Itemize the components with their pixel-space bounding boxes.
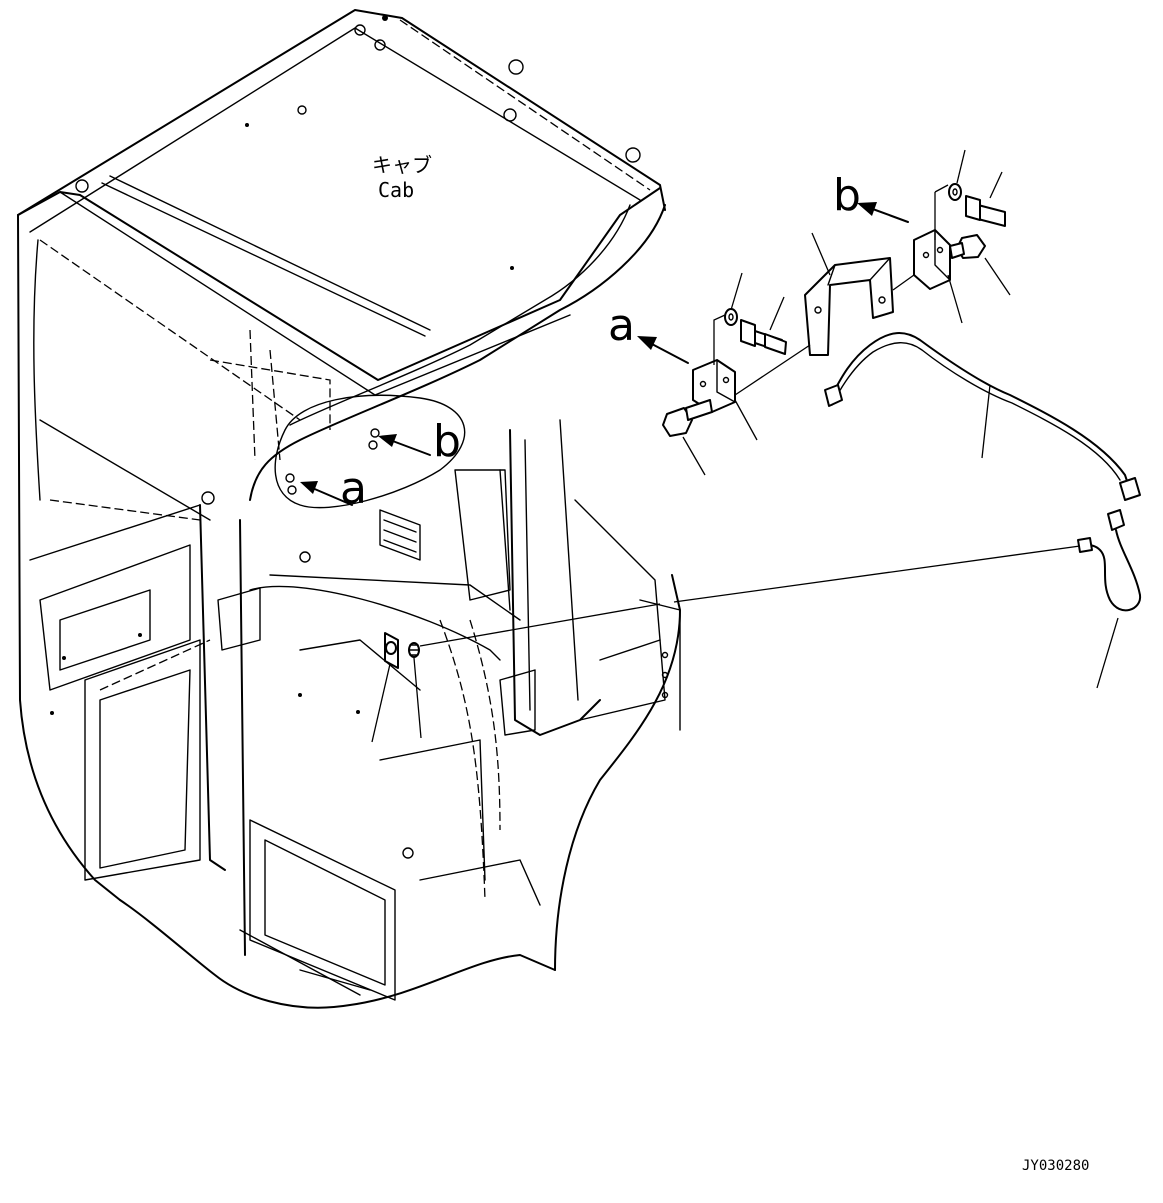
- cab-mounting-clip: [384, 632, 399, 669]
- cab-ref-label-a: a: [340, 463, 367, 514]
- bracket-arrow-a: [637, 336, 689, 364]
- leader-lines: [371, 149, 1119, 743]
- bolt-b: [965, 195, 1006, 227]
- wire-harness: [824, 332, 1141, 501]
- cab-arrow-a: [300, 481, 353, 506]
- cab-structure: [17, 9, 681, 1009]
- main-bracket: [804, 257, 894, 356]
- screw-b: [949, 234, 986, 259]
- bracket-a: [692, 359, 736, 413]
- bracket-arrow-b: [857, 202, 909, 223]
- drawing-number: JY030280: [1022, 1158, 1089, 1174]
- washer-a: [724, 308, 738, 326]
- cab-ref-label-b: b: [433, 416, 461, 467]
- cab-mounting-nut: [408, 642, 420, 658]
- screw-a: [662, 399, 713, 437]
- cab-label-english: Cab: [378, 178, 414, 202]
- bracket-ref-label-b: b: [833, 170, 861, 221]
- bracket-ref-label-a: a: [608, 300, 635, 351]
- washer-b: [948, 183, 962, 201]
- bolt-a: [740, 319, 787, 355]
- sensor-with-cable: [1077, 509, 1142, 612]
- cab-label-japanese: キャブ: [372, 153, 432, 177]
- cab-arrow-b: [378, 434, 431, 456]
- bracket-b: [913, 229, 951, 290]
